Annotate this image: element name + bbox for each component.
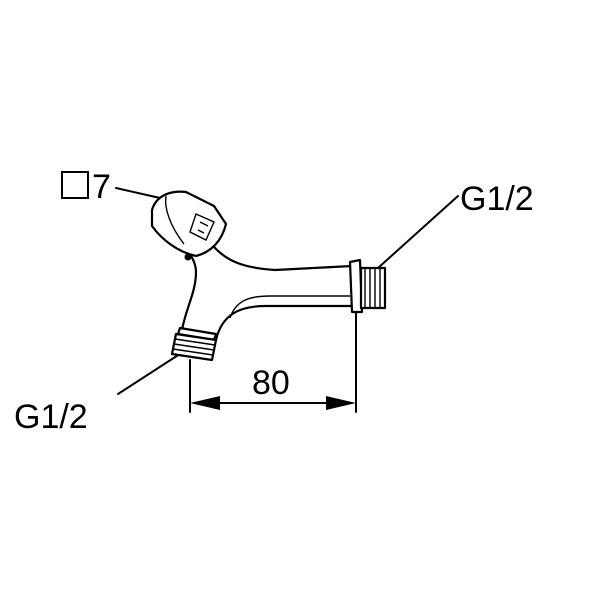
valve-body — [180, 240, 354, 342]
top-right-thread-label: G1/2 — [460, 180, 534, 218]
cap-key-slot — [189, 213, 215, 241]
square-icon — [61, 171, 89, 199]
top-right-leader-line — [377, 195, 459, 269]
bottom-left-leader-line — [117, 349, 187, 395]
cap-stop-dot — [184, 253, 192, 261]
square-size-label: 7 — [92, 168, 111, 206]
square-leader-line — [115, 187, 161, 199]
dimension-arrow-right — [326, 396, 356, 410]
right-collar — [348, 258, 364, 314]
dimension-arrow-left — [190, 396, 220, 410]
cap-edge-line — [164, 195, 185, 245]
valve-body-contour — [229, 295, 350, 319]
bottom-thread-lines — [172, 338, 216, 356]
bottom-left-thread-label: G1/2 — [14, 398, 88, 436]
dimension-label: 80 — [252, 364, 290, 402]
right-thread-lines — [364, 268, 381, 308]
valve-cap — [150, 190, 228, 258]
cap-key-detail — [197, 221, 209, 234]
